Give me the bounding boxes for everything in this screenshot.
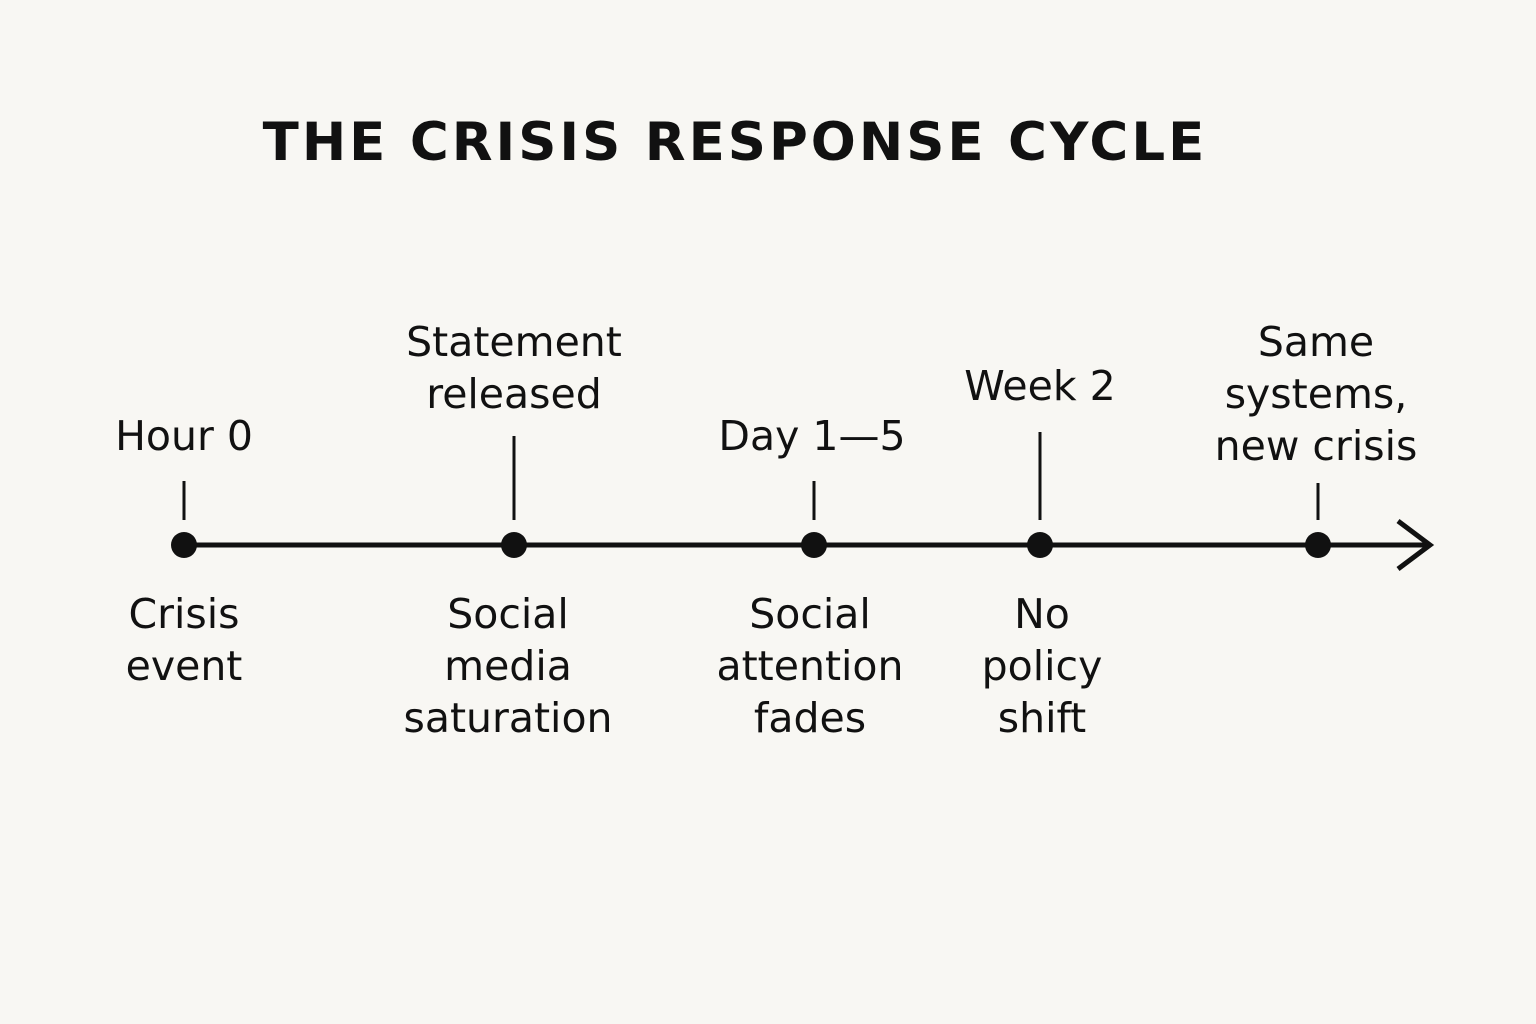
stage-4-dot	[1027, 532, 1053, 558]
stage-1-bottom-line-2: event	[125, 642, 243, 690]
stage-3-bottom-line-3: fades	[753, 694, 867, 742]
stage-5-top-line-3: new crisis	[1214, 422, 1418, 470]
stage-1-bottom-line-1: Crisis	[128, 590, 240, 638]
stage-1-top-line-1: Hour 0	[115, 412, 253, 460]
stage-4-top-label: Week 2	[938, 360, 1142, 412]
stage-2-bottom-line-3: saturation	[403, 694, 613, 742]
stage-4-top-line-1: Week 2	[964, 362, 1116, 410]
stage-4-bottom-line-2: policy	[981, 642, 1103, 690]
stage-4-bottom-line-3: shift	[997, 694, 1087, 742]
stage-1-dot	[171, 532, 197, 558]
stage-5-top-label: Same systems, new crisis	[1186, 316, 1446, 472]
stage-2-bottom-label: Social media saturation	[378, 588, 638, 744]
stage-2-bottom-line-1: Social	[447, 590, 569, 638]
stage-2-top-label: Statement released	[384, 316, 644, 420]
stage-3-bottom-line-2: attention	[716, 642, 904, 690]
stage-3-dot	[801, 532, 827, 558]
stage-2-top-line-1: Statement	[406, 318, 622, 366]
stage-1-bottom-label: Crisis event	[84, 588, 284, 692]
timeline-arrowhead	[1396, 519, 1435, 571]
stage-4-bottom-line-1: No	[1014, 590, 1070, 638]
stage-2-top-line-2: released	[426, 370, 602, 418]
diagram-title: THE CRISIS RESPONSE CYCLE	[262, 112, 1208, 173]
stage-3-top-label: Day 1—5	[700, 410, 924, 462]
stage-2-bottom-line-2: media	[444, 642, 572, 690]
stage-3-bottom-label: Social attention fades	[690, 588, 930, 744]
stage-2-dot	[501, 532, 527, 558]
stage-5-top-line-1: Same	[1257, 318, 1375, 366]
stage-1-top-label: Hour 0	[84, 410, 284, 462]
stage-3-bottom-line-1: Social	[749, 590, 871, 638]
stage-4-bottom-label: No policy shift	[940, 588, 1144, 744]
stage-5-dot	[1305, 532, 1331, 558]
stage-5-top-line-2: systems,	[1224, 370, 1408, 418]
stage-3-top-line-1: Day 1—5	[718, 412, 906, 460]
